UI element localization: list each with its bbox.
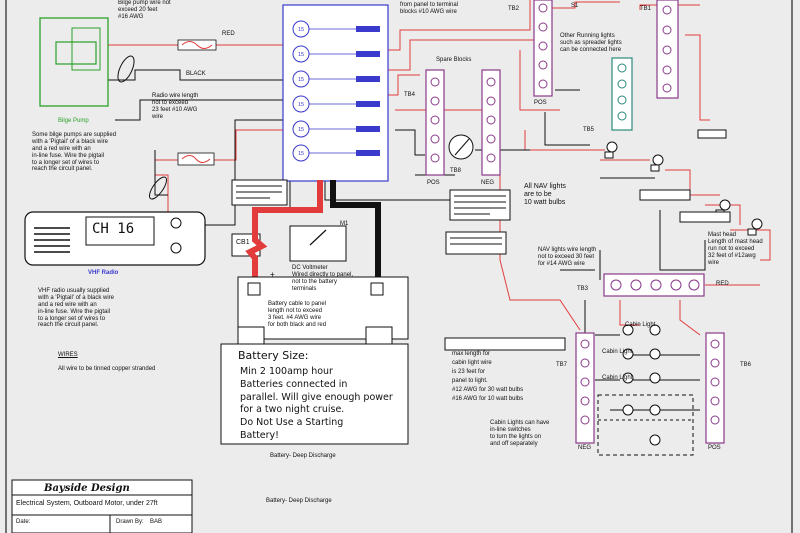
vhf-note: VHF radio usually supplied with a 'Pigta… [38, 288, 114, 329]
svg-text:15: 15 [298, 27, 304, 33]
tb3-label: TB3 [577, 286, 589, 292]
bilge-pump [39, 17, 109, 107]
circuit-panel: 15 15 15 15 15 15 [282, 4, 389, 182]
vhf-title: VHF Radio [88, 270, 119, 276]
vhf-radio [24, 211, 206, 266]
nav-lights-note: All NAV lights are to be 10 watt bulbs [524, 183, 566, 207]
black-label: BLACK [186, 71, 206, 77]
lamps [604, 141, 763, 446]
bilge-pigtail-note: Some bilge pumps are supplied with a 'Pi… [32, 132, 117, 173]
vhf-display: CH 16 [92, 221, 135, 237]
battery-cables [245, 180, 381, 338]
plus-sign: + [270, 270, 275, 279]
tb7-neg-label: NEG [578, 445, 592, 451]
s1-label: S1 [571, 3, 579, 9]
voltmeter-box [289, 225, 347, 262]
drawing-title: Electrical System, Outboard Motor, under… [16, 500, 158, 507]
cabin-switch-note: Cabin Lights can have in-line switches t… [490, 420, 550, 447]
running-lights-note: Other Running lights such as spreader li… [560, 33, 622, 53]
tb4-label: TB4 [404, 92, 416, 98]
tb4-neg-label: NEG [481, 180, 495, 186]
tb6-label: TB6 [740, 362, 752, 368]
bilge-wire-note: Bilge pump wire not exceed 20 feet #16 A… [118, 0, 171, 20]
misc-blocks [231, 179, 566, 351]
drawn-by-value: BAB [150, 519, 163, 525]
title-block [11, 479, 193, 533]
cb1-label: CB1 [236, 239, 250, 246]
switch-box [597, 394, 694, 456]
cabin-light-3: Cabin Light [602, 375, 633, 381]
fuse-1 [177, 39, 217, 51]
fuse-2 [177, 152, 215, 166]
svg-text:15: 15 [298, 151, 304, 157]
drawn-by-label: Drawn By: [116, 519, 144, 525]
minus-sign: - [374, 272, 377, 281]
battery [220, 276, 409, 445]
frame [5, 0, 793, 533]
svg-text:15: 15 [298, 77, 304, 83]
battery-deep-1: Battery- Deep Discharge [270, 453, 336, 459]
svg-text:15: 15 [298, 127, 304, 133]
voltmeter-note: DC Voltmeter Wired directly to panel, no… [292, 265, 354, 292]
bilge-pump-label: Bilge Pump [58, 118, 89, 124]
cabin-light-1: Cabin Light [625, 322, 656, 328]
tb1-label: TB1 [640, 6, 652, 12]
tb7-label: TB7 [556, 362, 568, 368]
m1-label: M1 [340, 221, 349, 227]
wire-tinned-note: All wire to be tinned copper stranded [58, 366, 156, 372]
tb2-label: TB2 [508, 6, 520, 12]
cabin-wire-note: max length for cabin light wire is 23 fe… [452, 351, 524, 402]
battery-deep-2: Battery- Deep Discharge [266, 498, 332, 504]
cabin-light-2: Cabin Light [602, 349, 633, 355]
wires-heading: WIRES [58, 352, 78, 358]
battery-cable-note: Battery cable to panel length not to exc… [268, 301, 327, 328]
masthead-note: Mast head Length of mast head run not to… [708, 232, 763, 266]
tb6-pos-label: POS [708, 445, 721, 451]
tb8-label: TB8 [450, 168, 462, 174]
red-label: RED [716, 281, 729, 287]
terminal-blocks [425, 0, 725, 444]
svg-text:15: 15 [298, 52, 304, 58]
tb4-pos-label: POS [427, 180, 440, 186]
panel-terminal-note: from panel to terminal blocks #10 AWG wi… [400, 2, 459, 15]
battery-size-text: Min 2 100amp hour Batteries connected in… [240, 366, 393, 442]
svg-text:15: 15 [298, 102, 304, 108]
company-name: Bayside Design [44, 483, 130, 494]
tb2-pos-label: POS [534, 100, 547, 106]
battery-size-title: Battery Size: [238, 349, 309, 362]
date-label: Date: [16, 519, 31, 525]
small-labels [639, 129, 731, 223]
red-wires [107, 0, 771, 336]
nav-length-note: NAV lights wire length not to exceed 30 … [538, 247, 597, 267]
fuse1-red-label: RED [222, 31, 235, 37]
black-wires [108, 69, 706, 411]
spare-blocks-label: Spare Blocks [436, 57, 472, 63]
radio-wire-note: Radio wire length not to exceed 23 feet … [152, 93, 199, 120]
tb5-label: TB5 [583, 127, 595, 133]
